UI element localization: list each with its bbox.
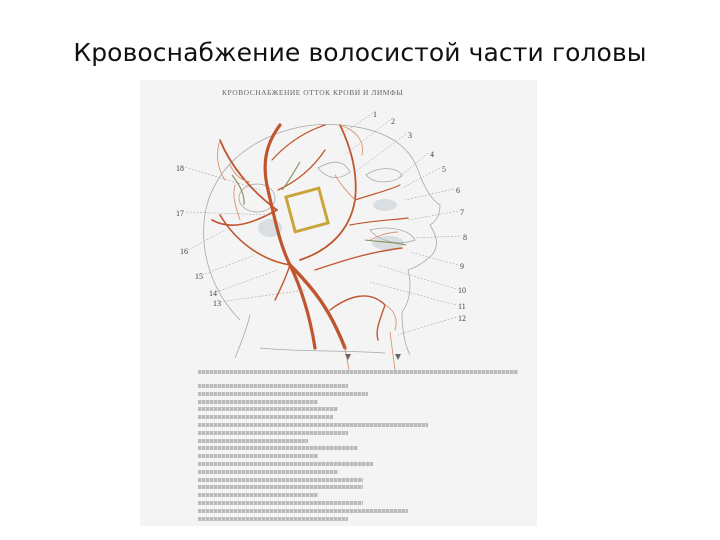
figure-caption-unreadable (198, 370, 518, 374)
callout-number: 7 (460, 208, 464, 217)
legend-line-unreadable (198, 493, 318, 498)
callout-number: 5 (442, 165, 446, 174)
callout-number: 14 (209, 289, 217, 298)
callout-number: 16 (180, 247, 188, 256)
legend-line-unreadable (198, 485, 363, 490)
callout-number: 17 (176, 209, 184, 218)
legend-line-unreadable (198, 477, 363, 482)
legend-line-unreadable (198, 461, 373, 466)
legend-line-unreadable (198, 500, 363, 505)
legend-line-unreadable (198, 391, 368, 396)
figure-header: КРОВОСНАБЖЕНИЕ ОТТОК КРОВИ И ЛИМФЫ (222, 88, 404, 97)
head-arteries-diagram (184, 112, 461, 370)
legend-line-unreadable (198, 422, 428, 427)
anatomy-scan-image: КРОВОСНАБЖЕНИЕ ОТТОК КРОВИ И ЛИМФЫ (140, 80, 537, 526)
callout-number: 13 (213, 299, 221, 308)
slide-title: Кровоснабжение волосистой части головы (73, 38, 647, 67)
callout-number: 9 (460, 262, 464, 271)
callout-number: 12 (458, 314, 466, 323)
callout-number: 6 (456, 186, 460, 195)
legend-line-unreadable (198, 430, 348, 435)
legend-line-unreadable (198, 516, 348, 521)
callout-number: 1 (373, 110, 377, 119)
legend-line-unreadable (198, 454, 318, 459)
legend-line-unreadable (198, 399, 318, 404)
legend-line-unreadable (198, 508, 408, 513)
legend-line-unreadable (198, 446, 358, 451)
callout-number: 8 (463, 233, 467, 242)
callout-number: 3 (408, 131, 412, 140)
legend-line-unreadable (198, 384, 348, 388)
callout-number: 2 (391, 117, 395, 126)
callout-number: 15 (195, 272, 203, 281)
legend-line-unreadable (198, 469, 338, 474)
legend-line-unreadable (198, 415, 333, 420)
legend-line-unreadable (198, 407, 338, 412)
legend-line-unreadable (198, 438, 308, 443)
callout-number: 18 (176, 164, 184, 173)
callout-number: 11 (458, 302, 466, 311)
callout-number: 4 (430, 150, 434, 159)
callout-number: 10 (458, 286, 466, 295)
figure-legend (198, 384, 428, 524)
